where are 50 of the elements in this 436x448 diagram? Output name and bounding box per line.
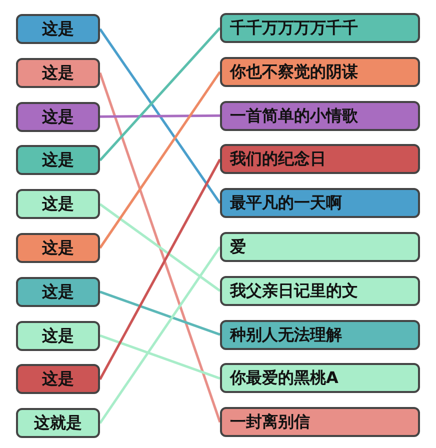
connector-line bbox=[98, 71, 222, 249]
answer-tile bbox=[16, 364, 100, 394]
connector-line bbox=[100, 290, 220, 336]
answer-tile bbox=[16, 14, 100, 44]
tile-text: 这是 bbox=[42, 196, 74, 212]
lyric-tile bbox=[220, 56, 420, 87]
lyric-tile bbox=[220, 13, 420, 43]
lyric-tile bbox=[220, 363, 420, 394]
connector-line bbox=[98, 158, 222, 380]
tile-text: 这是 bbox=[42, 152, 74, 168]
answer-tile bbox=[16, 408, 100, 438]
tile-text: 千千万万万万千千 bbox=[230, 20, 358, 36]
connector-line bbox=[98, 246, 222, 424]
connector-line bbox=[99, 203, 221, 292]
answer-tile bbox=[16, 102, 100, 132]
answer-tile bbox=[16, 189, 100, 220]
answer-tile bbox=[16, 320, 100, 351]
tile-text: 这是 bbox=[42, 64, 74, 81]
lyric-tile bbox=[220, 407, 420, 438]
connector-line bbox=[100, 334, 220, 380]
connector-line bbox=[99, 27, 221, 162]
tile-text: 种别人无法理解 bbox=[230, 326, 342, 343]
tile-text: 这是 bbox=[42, 371, 74, 388]
answer-tile bbox=[16, 233, 100, 263]
tile-text: 你也不察觉的阴谋 bbox=[230, 64, 358, 80]
lyric-tile bbox=[220, 188, 420, 218]
connector-line bbox=[100, 114, 220, 118]
tile-text: 一首简单的小情歌 bbox=[230, 108, 358, 124]
tile-text: 这是 bbox=[42, 240, 74, 256]
connector-line bbox=[98, 28, 222, 204]
tile-text: 这是 bbox=[42, 108, 74, 125]
tile-text: 爱 bbox=[230, 239, 246, 255]
tile-text: 这是 bbox=[42, 21, 74, 37]
lyric-tile bbox=[220, 100, 420, 131]
tile-text: 你最爱的黑桃A bbox=[230, 370, 338, 386]
tile-text: 最平凡的一天啊 bbox=[230, 195, 342, 212]
tile-text: 我们的纪念日 bbox=[230, 151, 326, 168]
lyric-tile bbox=[220, 232, 420, 262]
lyric-tile bbox=[220, 320, 420, 350]
answer-tile bbox=[16, 276, 100, 307]
tile-text: 这是 bbox=[42, 328, 74, 344]
tile-text: 这是 bbox=[42, 284, 74, 300]
tile-text: 这就是 bbox=[34, 415, 82, 432]
answer-tile bbox=[16, 145, 100, 176]
lyric-tile bbox=[220, 144, 420, 174]
tile-text: 我父亲日记里的文 bbox=[230, 282, 358, 299]
answer-tile bbox=[16, 58, 100, 88]
tile-text: 一封离别信 bbox=[230, 414, 310, 430]
connector-line bbox=[98, 72, 222, 423]
lyric-tile bbox=[220, 276, 420, 306]
